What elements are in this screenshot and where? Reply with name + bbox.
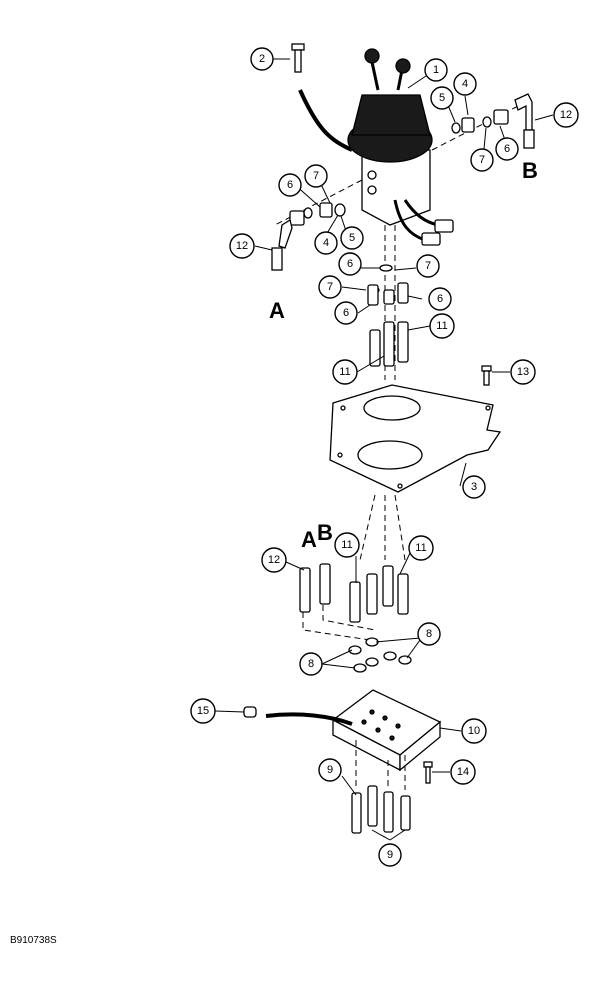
port-label-a-left: A — [269, 298, 285, 323]
port-label-b-right: B — [522, 158, 538, 183]
svg-text:8: 8 — [426, 628, 432, 640]
callout-8-right: 8 — [417, 622, 441, 646]
svg-text:11: 11 — [436, 320, 447, 332]
lower-port-fittings — [367, 225, 409, 380]
svg-text:14: 14 — [457, 766, 469, 778]
joystick-assembly — [298, 48, 454, 246]
callout-13: 13 — [510, 359, 536, 385]
port-label-a-lower: A — [301, 527, 317, 552]
callout-8-left: 8 — [299, 652, 323, 676]
lower-fittings — [299, 563, 409, 623]
svg-text:12: 12 — [236, 240, 248, 252]
callout-6-lower-left: 6 — [334, 301, 358, 325]
callout-1: 1 — [424, 58, 448, 82]
svg-text:4: 4 — [323, 237, 329, 249]
svg-text:6: 6 — [347, 258, 353, 270]
svg-text:10: 10 — [468, 725, 480, 737]
screw-part-13 — [481, 365, 492, 386]
svg-text:7: 7 — [479, 154, 485, 166]
leader-lines — [214, 58, 554, 841]
callout-3: 3 — [462, 475, 486, 499]
callout-6-left: 6 — [278, 173, 302, 197]
callout-10: 10 — [461, 718, 487, 744]
callout-7-mid-right: 7 — [416, 254, 440, 278]
svg-text:1: 1 — [433, 64, 439, 76]
hose-routing-lines — [302, 494, 406, 641]
svg-text:6: 6 — [287, 179, 293, 191]
svg-text:9: 9 — [327, 764, 333, 776]
callout-14: 14 — [450, 759, 476, 785]
callout-9-upper: 9 — [318, 758, 342, 782]
svg-text:5: 5 — [349, 232, 355, 244]
callout-4-left: 4 — [314, 231, 338, 255]
callout-12-lower: 12 — [261, 547, 287, 573]
svg-text:5: 5 — [439, 92, 445, 104]
mounting-plate — [329, 384, 502, 493]
callout-4-right: 4 — [453, 72, 477, 96]
svg-text:6: 6 — [343, 307, 349, 319]
washers-part-8 — [348, 637, 412, 673]
svg-text:3: 3 — [471, 481, 477, 493]
svg-text:11: 11 — [341, 539, 352, 551]
callout-7-right: 7 — [470, 148, 494, 172]
callout-11-upper-right: 11 — [429, 313, 455, 339]
svg-text:11: 11 — [415, 542, 426, 554]
callout-6-mid-right: 6 — [428, 287, 452, 311]
callout-12-left: 12 — [229, 233, 255, 259]
svg-text:6: 6 — [437, 293, 443, 305]
bolt-part-2 — [291, 43, 305, 73]
callout-5-right: 5 — [430, 86, 454, 110]
svg-text:4: 4 — [462, 78, 468, 90]
callout-12-right: 12 — [553, 102, 579, 128]
svg-text:11: 11 — [339, 366, 350, 378]
svg-text:9: 9 — [387, 849, 393, 861]
svg-text:8: 8 — [308, 658, 314, 670]
callout-6-right: 6 — [495, 137, 519, 161]
callout-2: 2 — [250, 47, 274, 71]
left-port-fittings — [271, 179, 363, 271]
fittings-part-9 — [351, 740, 411, 834]
callout-9-lower: 9 — [378, 843, 402, 867]
callout-5-left: 5 — [340, 226, 364, 250]
plug-part-15 — [243, 706, 257, 718]
svg-text:6: 6 — [504, 143, 510, 155]
right-port-fittings — [431, 93, 535, 151]
svg-text:2: 2 — [259, 53, 265, 65]
callout-11-upper-left: 11 — [332, 359, 358, 385]
screw-part-14 — [423, 761, 433, 784]
svg-text:12: 12 — [560, 109, 572, 121]
callout-7-mid-left: 7 — [318, 275, 342, 299]
callout-6-mid-left: 6 — [338, 252, 362, 276]
callout-11-lower-left: 11 — [334, 532, 360, 558]
callout-7-left: 7 — [304, 164, 328, 188]
svg-text:7: 7 — [313, 170, 319, 182]
callout-15: 15 — [190, 698, 216, 724]
svg-text:7: 7 — [327, 281, 333, 293]
svg-text:7: 7 — [425, 260, 431, 272]
svg-text:12: 12 — [268, 554, 280, 566]
svg-text:13: 13 — [517, 366, 529, 378]
callout-11-lower-right: 11 — [408, 535, 434, 561]
svg-text:15: 15 — [197, 705, 209, 717]
document-code: B910738S — [10, 935, 57, 946]
port-label-b-lower: B — [317, 520, 333, 545]
valve-block — [265, 689, 442, 772]
